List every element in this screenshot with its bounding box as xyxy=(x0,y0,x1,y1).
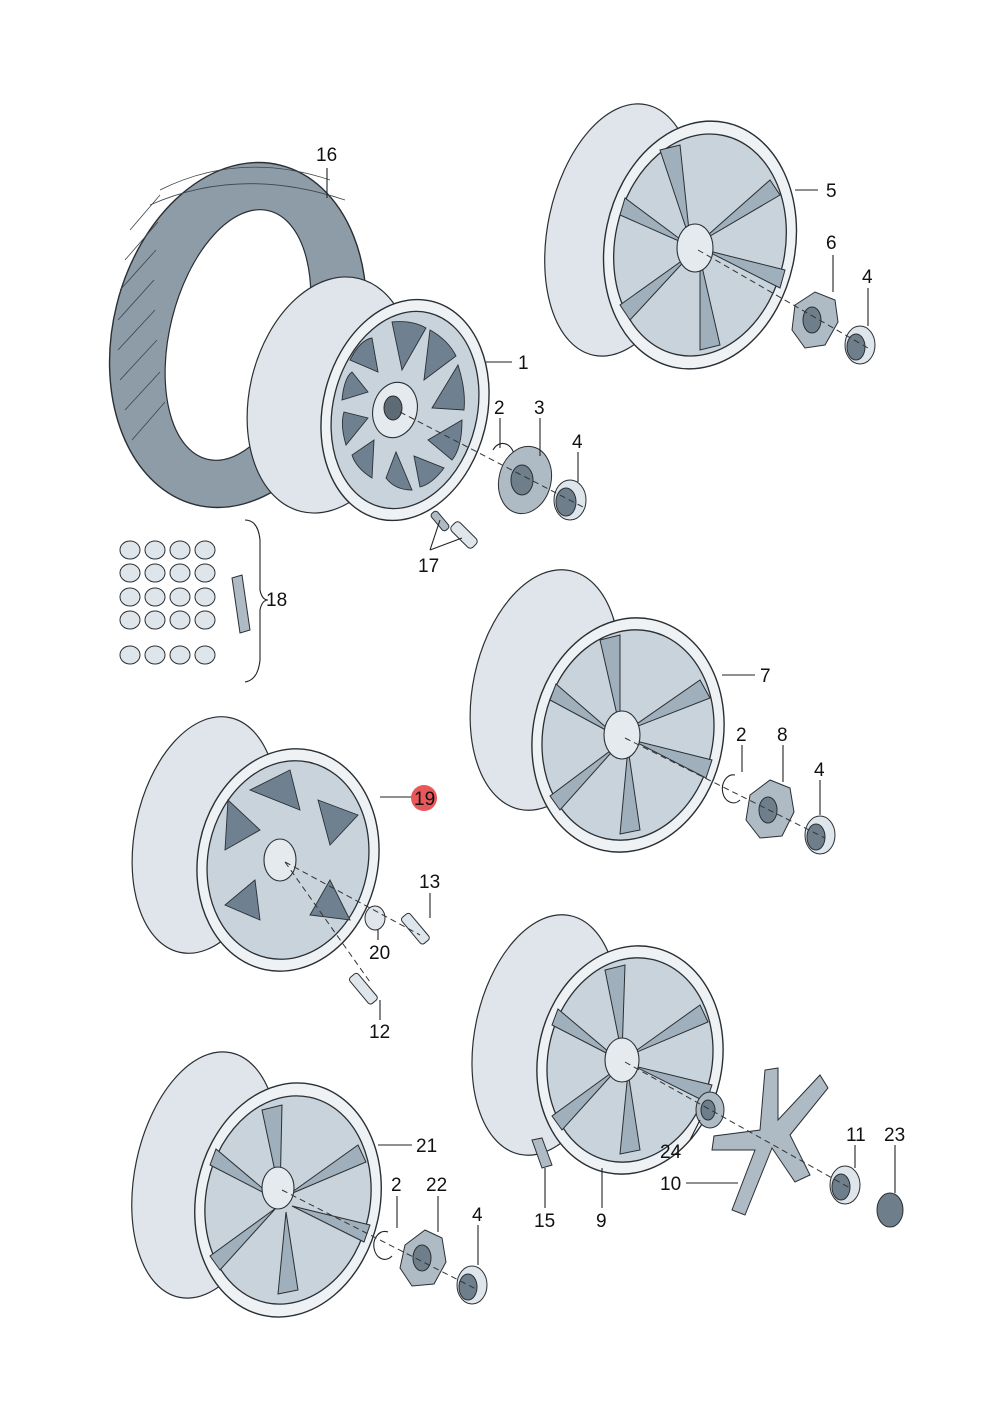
adapter-24[interactable] xyxy=(695,1091,725,1129)
wheel-7[interactable] xyxy=(449,556,745,870)
callout-2-wheel-7[interactable]: 2 xyxy=(736,725,747,746)
callout-5[interactable]: 5 xyxy=(826,181,837,202)
callout-16[interactable]: 16 xyxy=(316,145,337,166)
callout-4-wheel-1[interactable]: 4 xyxy=(572,432,583,453)
bolt-13[interactable] xyxy=(400,912,430,945)
callout-2-wheel-21[interactable]: 2 xyxy=(391,1175,402,1196)
wheel-19[interactable] xyxy=(112,703,400,988)
hub-cover-22[interactable] xyxy=(399,1229,447,1287)
callout-22[interactable]: 22 xyxy=(426,1175,447,1196)
centre-cap-4b[interactable] xyxy=(844,325,876,365)
callout-2-wheel-1[interactable]: 2 xyxy=(494,398,505,419)
callout-8[interactable]: 8 xyxy=(777,725,788,746)
callout-4-wheel-5[interactable]: 4 xyxy=(862,267,873,288)
callout-labels: 16 1 2 3 4 17 18 5 6 4 7 2 8 4 19 13 20 … xyxy=(266,145,905,1232)
callout-23[interactable]: 23 xyxy=(884,1125,905,1146)
callout-4-wheel-21[interactable]: 4 xyxy=(472,1205,483,1226)
leader-lines xyxy=(326,168,896,1265)
callout-15[interactable]: 15 xyxy=(534,1211,555,1232)
hub-cover-6[interactable] xyxy=(791,291,839,349)
callout-3[interactable]: 3 xyxy=(534,398,545,419)
bolt-12[interactable] xyxy=(348,972,378,1005)
cap-20[interactable] xyxy=(364,905,386,931)
snap-ring-2c[interactable] xyxy=(373,1230,393,1260)
wheel-5[interactable] xyxy=(523,90,819,387)
cap-23[interactable] xyxy=(876,1192,904,1228)
centre-cap-4d[interactable] xyxy=(456,1265,488,1305)
callout-24[interactable]: 24 xyxy=(660,1142,682,1163)
spider-10[interactable] xyxy=(711,1067,829,1216)
assembly-axes xyxy=(281,249,869,1291)
wheel-1[interactable] xyxy=(223,259,511,538)
callout-11[interactable]: 11 xyxy=(846,1125,866,1146)
highlight-marker xyxy=(411,785,437,811)
callout-4-wheel-7[interactable]: 4 xyxy=(814,760,825,781)
callout-1[interactable]: 1 xyxy=(518,353,529,374)
wheel-9[interactable] xyxy=(451,901,744,1192)
snap-ring-2b[interactable] xyxy=(721,774,741,804)
centre-cap-4c[interactable] xyxy=(804,815,836,855)
callout-17[interactable]: 17 xyxy=(418,556,439,577)
callout-7[interactable]: 7 xyxy=(760,666,771,687)
bolt-set-18[interactable] xyxy=(119,519,269,683)
wheel-21[interactable] xyxy=(111,1038,403,1334)
callout-6[interactable]: 6 xyxy=(826,233,837,254)
callout-21[interactable]: 21 xyxy=(416,1136,437,1157)
callout-10[interactable]: 10 xyxy=(660,1174,681,1195)
hub-cover-8[interactable] xyxy=(745,779,795,839)
callout-9[interactable]: 9 xyxy=(596,1211,607,1232)
callout-20[interactable]: 20 xyxy=(369,943,390,964)
callout-12[interactable]: 12 xyxy=(369,1022,390,1043)
callout-18[interactable]: 18 xyxy=(266,590,287,611)
badge-15[interactable] xyxy=(531,1137,553,1169)
hub-cover-3[interactable] xyxy=(492,441,559,520)
callout-13[interactable]: 13 xyxy=(419,872,440,893)
callout-19[interactable]: 19 xyxy=(414,789,435,810)
